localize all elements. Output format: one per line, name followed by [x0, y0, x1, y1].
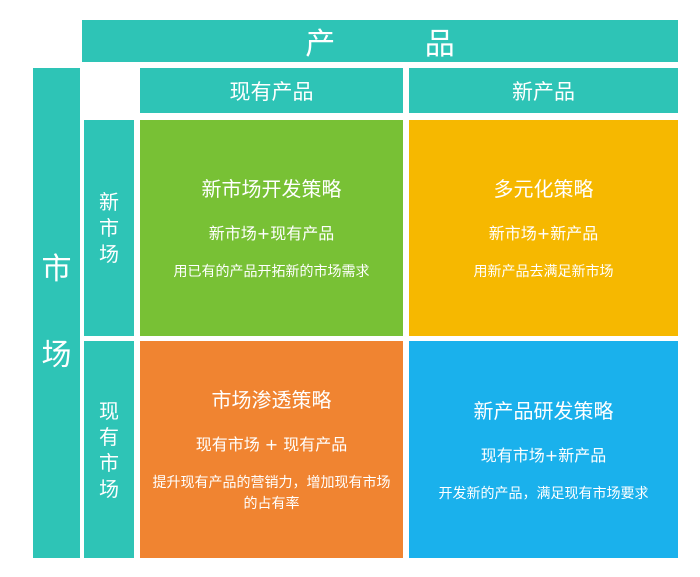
header-existing-product: 现有产品 [140, 68, 403, 113]
product-header: 产 品 [82, 20, 678, 62]
row-existing-market-char: 市 [99, 450, 119, 475]
cell-title: 新产品研发策略 [473, 398, 614, 423]
market-header-char-1: 市 [41, 252, 72, 287]
cell-subtitle: 现有市场 + 现有产品 [195, 435, 348, 454]
cell-product-development: 新产品研发策略 现有市场+新产品 开发新的产品，满足现有市场要求 [409, 341, 678, 558]
cell-description: 提升现有产品的营销力，增加现有市场的占有率 [152, 475, 391, 512]
cell-description: 用新产品去满足新市场 [473, 264, 614, 280]
header-new-product: 新产品 [409, 68, 678, 113]
row-new-market-char: 新 [99, 190, 119, 214]
row-existing-market: 现 有 市 场 [84, 341, 134, 558]
cell-subtitle: 新市场+现有产品 [208, 224, 335, 243]
cell-title: 新市场开发策略 [201, 177, 342, 201]
row-existing-market-char: 场 [99, 476, 119, 501]
cell-market-development: 新市场开发策略 新市场+现有产品 用已有的产品开拓新的市场需求 [140, 120, 403, 336]
cell-diversification: 多元化策略 新市场+新产品 用新产品去满足新市场 [409, 120, 678, 336]
row-new-market-char: 场 [99, 242, 119, 266]
product-header-label: 产 品 [305, 27, 495, 62]
row-existing-market-char: 有 [99, 424, 119, 449]
market-header: 市 场 [33, 68, 80, 558]
row-new-market: 新 市 场 [84, 120, 134, 336]
cell-description: 用已有的产品开拓新的市场需求 [173, 264, 370, 280]
row-new-market-char: 市 [99, 216, 119, 240]
cell-market-penetration: 市场渗透策略 现有市场 + 现有产品 提升现有产品的营销力，增加现有市场的占有率 [140, 341, 403, 558]
cell-description: 开发新的产品，满足现有市场要求 [438, 485, 649, 502]
cell-title: 多元化策略 [493, 177, 594, 201]
header-existing-product-label: 现有产品 [229, 79, 314, 104]
cell-title: 市场渗透策略 [211, 388, 332, 412]
cell-subtitle: 现有市场+新产品 [480, 445, 607, 465]
row-existing-market-char: 现 [99, 398, 119, 423]
market-header-char-2: 场 [41, 338, 72, 373]
header-new-product-label: 新产品 [512, 79, 575, 104]
cell-subtitle: 新市场+新产品 [488, 224, 599, 243]
